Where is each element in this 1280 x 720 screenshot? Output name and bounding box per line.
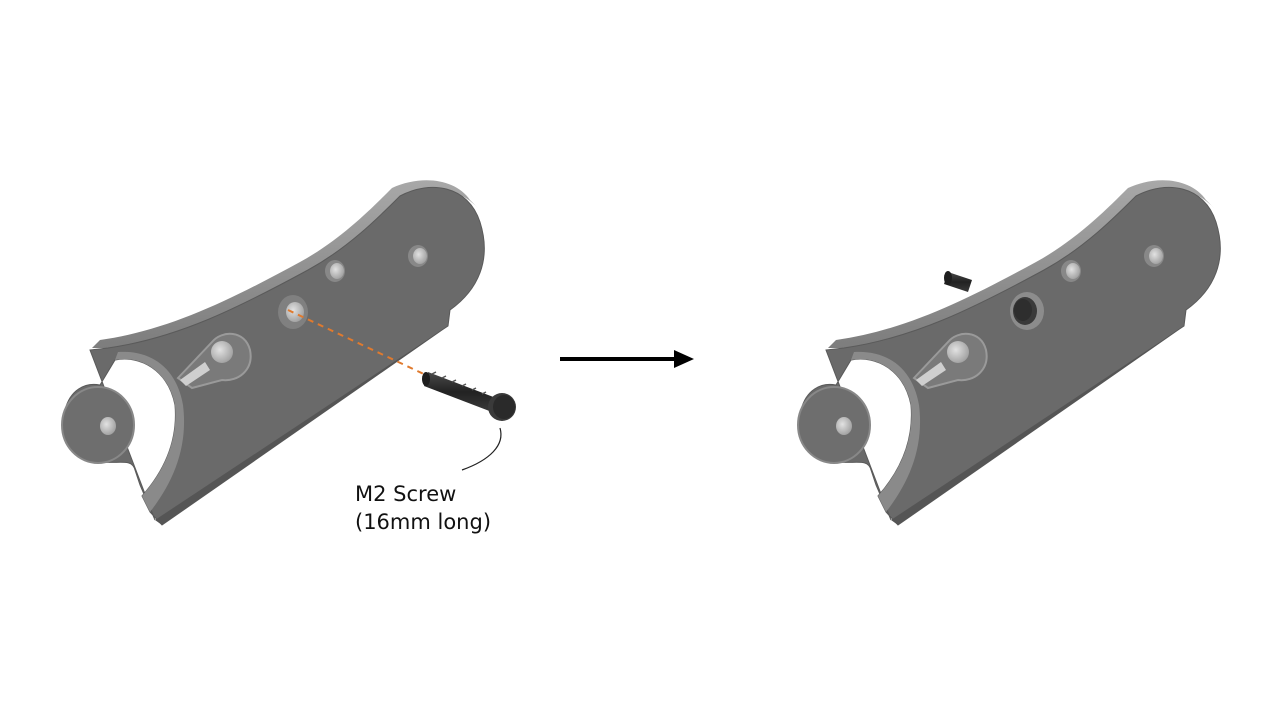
callout-line-2: (16mm long) xyxy=(355,510,492,534)
screw-tail xyxy=(944,271,972,292)
m2-screw xyxy=(422,371,516,421)
insertion-guide-line xyxy=(287,309,429,377)
callout-line-1: M2 Screw xyxy=(355,482,457,506)
right-arrow-icon xyxy=(560,350,694,368)
screw-callout-label: M2 Screw (16mm long) xyxy=(355,480,491,536)
bracket-part-before xyxy=(61,179,486,526)
bracket-part-after xyxy=(797,179,1222,526)
callout-leader-line xyxy=(461,427,502,471)
